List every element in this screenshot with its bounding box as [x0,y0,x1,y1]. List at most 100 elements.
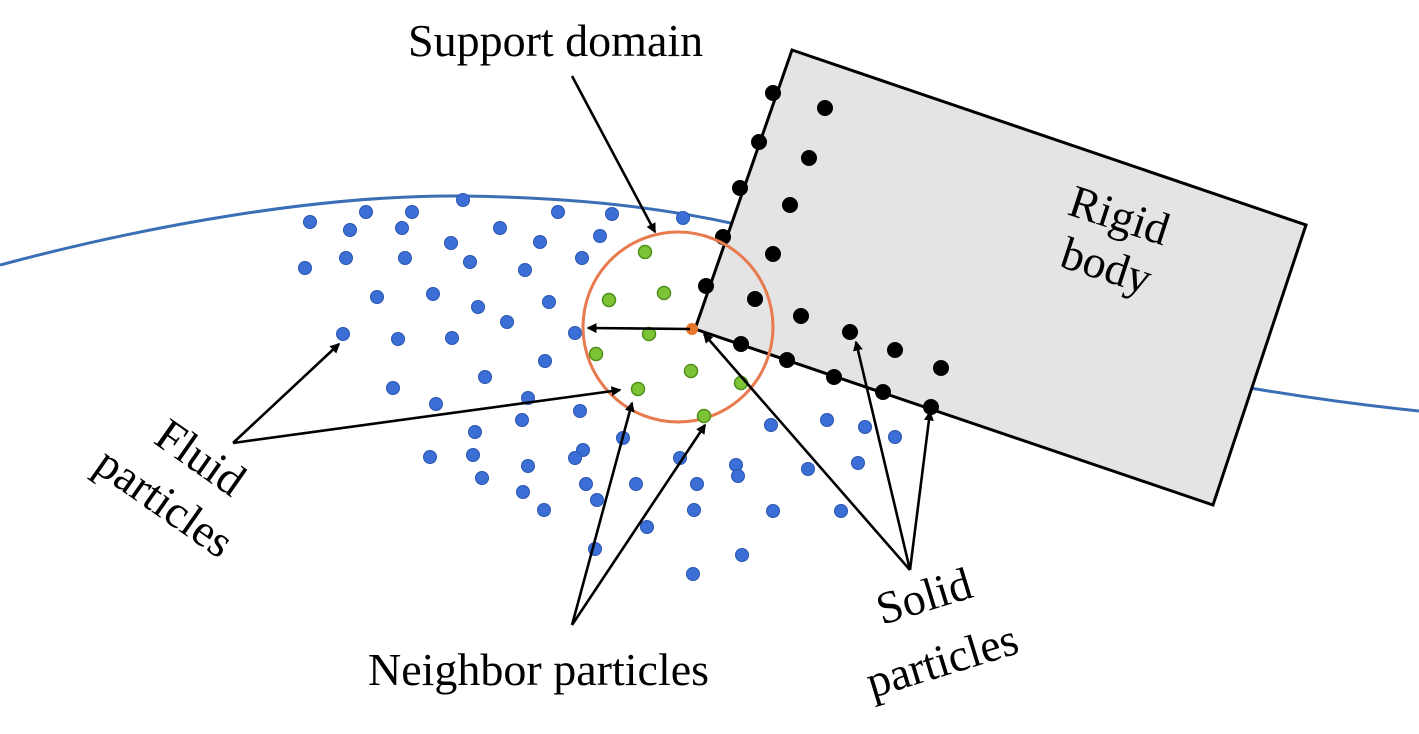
fluid-particle [851,456,865,470]
fluid-particle [551,205,565,219]
fluid-particle [466,448,480,462]
fluid-particle [500,315,514,329]
solid-particle [751,134,767,150]
neighbor-particle [630,381,646,397]
solid-particle [801,150,817,166]
fluid-particle [820,413,834,427]
solid-arrow-2 [853,340,912,571]
support-radius-arrow [586,323,691,334]
solid-particle [779,352,795,368]
solid-particle [887,342,903,358]
fluid-particle [386,381,400,395]
fluid-particle [456,193,470,207]
neighbor-particle [696,408,712,424]
fluid-particle [801,462,815,476]
neighbor-particle [601,292,617,308]
fluid-particle [640,520,654,534]
solid-particle [817,100,833,116]
solid-particle [733,336,749,352]
fluid-particle [538,354,552,368]
fluid-particle [405,205,419,219]
fluid-particle [537,503,551,517]
fluid-particle [493,221,507,235]
fluid-particle [593,229,607,243]
fluid-particle [463,255,477,269]
neighbor-arrow-2 [570,423,707,626]
fluid-particle [573,404,587,418]
solid-particle [793,308,809,324]
fluid-particle [468,425,482,439]
solid-particles-label-line1: Solid [870,557,978,634]
solid-particle [698,278,714,294]
solid-particle [765,246,781,262]
neighbor-particle [656,285,672,301]
fluid-particle [475,471,489,485]
fluid-particle [676,211,690,225]
solid-particle [875,384,891,400]
rigid-body [693,48,1308,507]
fluid-particle [339,251,353,265]
solid-arrow-1 [703,332,911,571]
fluid-particle [303,215,317,229]
fluid-particle [579,477,593,491]
fluid-particle [764,418,778,432]
neighbor-arrow-1 [570,401,635,626]
solid-particle [842,324,858,340]
target-particle [686,323,698,335]
support-domain-label: Support domain [408,15,703,66]
fluid-particle [336,327,350,341]
support-domain-arrow [570,75,657,234]
solid-particle [826,369,842,385]
solid-particle [782,197,798,213]
fluid-particle [888,430,902,444]
fluid-particle [370,290,384,304]
fluid-particle [471,300,485,314]
solid-particle [765,85,781,101]
fluid-particle [359,205,373,219]
fluid-particle [515,413,529,427]
neighbor-particle [637,244,653,260]
fluid-arrow-2 [232,386,622,445]
fluid-particle [478,370,492,384]
fluid-particle [834,504,848,518]
fluid-particle [445,331,459,345]
fluid-particle [629,477,643,491]
fluid-particle [444,236,458,250]
solid-particle [747,291,763,307]
solid-particle [732,180,748,196]
fluid-particle [521,459,535,473]
neighbor-particle [588,346,604,362]
fluid-particle [398,251,412,265]
fluid-particle [343,223,357,237]
fluid-particle [690,477,704,491]
fluid-particle [731,469,745,483]
fluid-particle [391,332,405,346]
fluid-particle [590,493,604,507]
fluid-particle [687,503,701,517]
solid-arrow-3 [908,410,934,571]
fluid-particle [423,450,437,464]
fluid-particle [533,235,547,249]
fluid-particle [686,567,700,581]
fluid-particle [568,326,582,340]
fluid-particle [605,207,619,221]
support-domain-circle [581,230,775,424]
fluid-particle [542,295,556,309]
fluid-particle [735,548,749,562]
fluid-particle [395,221,409,235]
neighbor-particles-label: Neighbor particles [368,644,709,695]
fluid-particle [766,504,780,518]
fluid-particle [298,261,312,275]
solid-particle-group [698,85,949,415]
fluid-particle [426,287,440,301]
fluid-particle [516,485,530,499]
fluid-particle [575,251,589,265]
neighbor-particle [683,363,699,379]
fluid-particle-group [298,193,902,581]
fluid-arrow-1 [232,342,341,444]
fluid-particle [858,420,872,434]
fluid-particle [429,397,443,411]
fluid-particle [518,263,532,277]
solid-particle [933,360,949,376]
